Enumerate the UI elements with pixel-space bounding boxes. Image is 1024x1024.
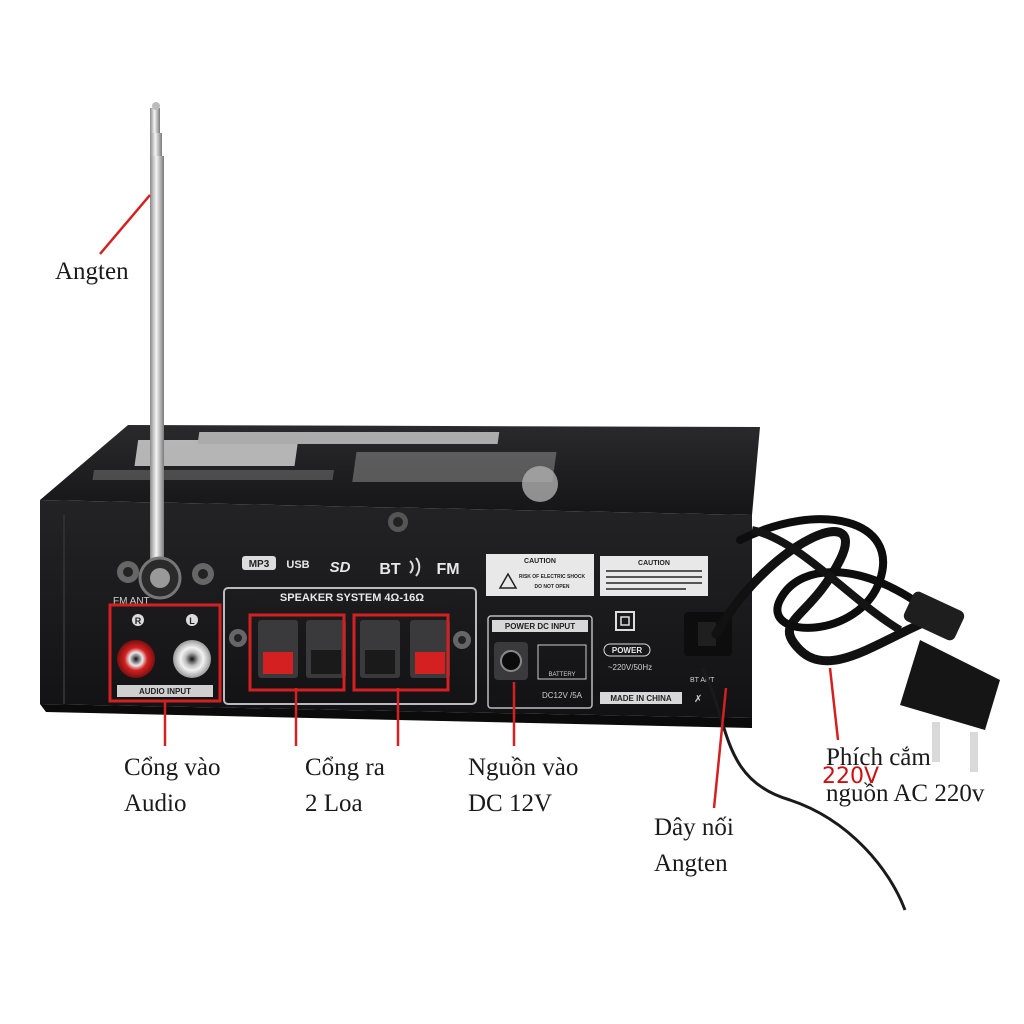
callout-dc-in: Nguồn vào DC 12V [468,750,578,822]
caution-right-title: CAUTION [638,560,670,567]
caution-left-line1: RISK OF ELECTRIC SHOCK [519,574,586,580]
callout-audio-in-line1: Cổng vào [124,754,221,781]
plug-prong-left [932,722,940,762]
callout-speaker-out: Cổng ra 2 Loa [305,750,385,822]
fm-logo: FM [436,561,459,578]
callout-ac-plug: Phích cắm nguồn AC 220v [826,740,984,812]
callout-lines [99,194,840,809]
power-cord [711,515,1000,772]
audio-input-block: FM ANT R L AUDIO INPUT [113,596,213,697]
wireless-icon [409,557,421,577]
callout-audio-in: Cổng vào Audio [124,750,221,822]
mp3-logo: MP3 [249,559,270,570]
sd-logo: SD [330,559,351,576]
dc-rating-label: DC12V /5A [542,691,583,700]
rca-right-jack[interactable] [117,640,155,678]
audio-input-label: AUDIO INPUT [139,687,191,696]
speaker-system-label: SPEAKER SYSTEM 4Ω-16Ω [280,592,424,604]
callout-dc-in-line2: DC 12V [468,790,553,817]
callout-ac-plug-line2: nguồn AC 220v [826,780,985,807]
weee-icon: ✗ [694,694,702,705]
power-dc-input-label: POWER DC INPUT [505,622,575,631]
callout-antenna: Angten [55,258,129,285]
callout-audio-in-line2: Audio [124,790,187,817]
callout-antenna-wire-line2: Angten [654,850,728,877]
voltage-note: 220V [822,764,880,789]
battery-label: BATTERY [548,672,575,678]
speaker-terminal-red-1[interactable] [263,652,293,674]
rca-right-label: R [135,616,142,626]
callout-antenna-wire: Dây nối Angten [654,810,734,882]
caution-left-line2: DO NOT OPEN [534,584,569,590]
speaker-terminal-red-2[interactable] [415,652,445,674]
speaker-output-block: SPEAKER SYSTEM 4Ω-16Ω [223,587,477,705]
callout-dc-in-line1: Nguồn vào [468,754,579,781]
top-cover-sticker [92,432,558,502]
panel-screws [117,561,471,649]
fm-ant-label: FM ANT [113,596,150,607]
rca-left-label: L [189,616,195,626]
callout-ac-plug-line1: Phích cắm [826,744,931,771]
antenna [138,102,182,600]
bt-logo: BT [379,561,401,578]
callout-speaker-out-line2: 2 Loa [305,790,363,817]
made-in-label: MADE IN CHINA [610,694,672,703]
ac-cord-socket [698,622,716,646]
caution-labels: CAUTION RISK OF ELECTRIC SHOCK DO NOT OP… [486,554,708,596]
speaker-right-highlight [352,613,450,692]
plug-prong-right [970,732,978,772]
rca-left-jack[interactable] [173,640,211,678]
audio-input-highlight [108,603,222,703]
usb-logo: USB [286,559,309,571]
dc-jack[interactable] [500,650,522,672]
caution-left-title: CAUTION [524,558,556,565]
ac-rating-label: ~220V/50Hz [608,663,652,672]
callout-antenna-wire-line1: Dây nối [654,814,734,841]
callout-speaker-out-line1: Cổng ra [305,754,385,781]
antenna-wire [700,667,907,911]
dc-input-block: POWER DC INPUT BATTERY DC12V /5A [487,615,593,709]
source-logos: MP3 USB SD BT FM [242,556,460,578]
speaker-terminal-black-1[interactable] [311,650,341,674]
power-label: POWER [612,646,642,655]
speaker-terminal-black-2[interactable] [365,650,395,674]
bt-ant-label: BT ANT [690,677,715,684]
ac-power-block: POWER ~220V/50Hz MADE IN CHINA BT ANT ✗ [600,611,732,705]
